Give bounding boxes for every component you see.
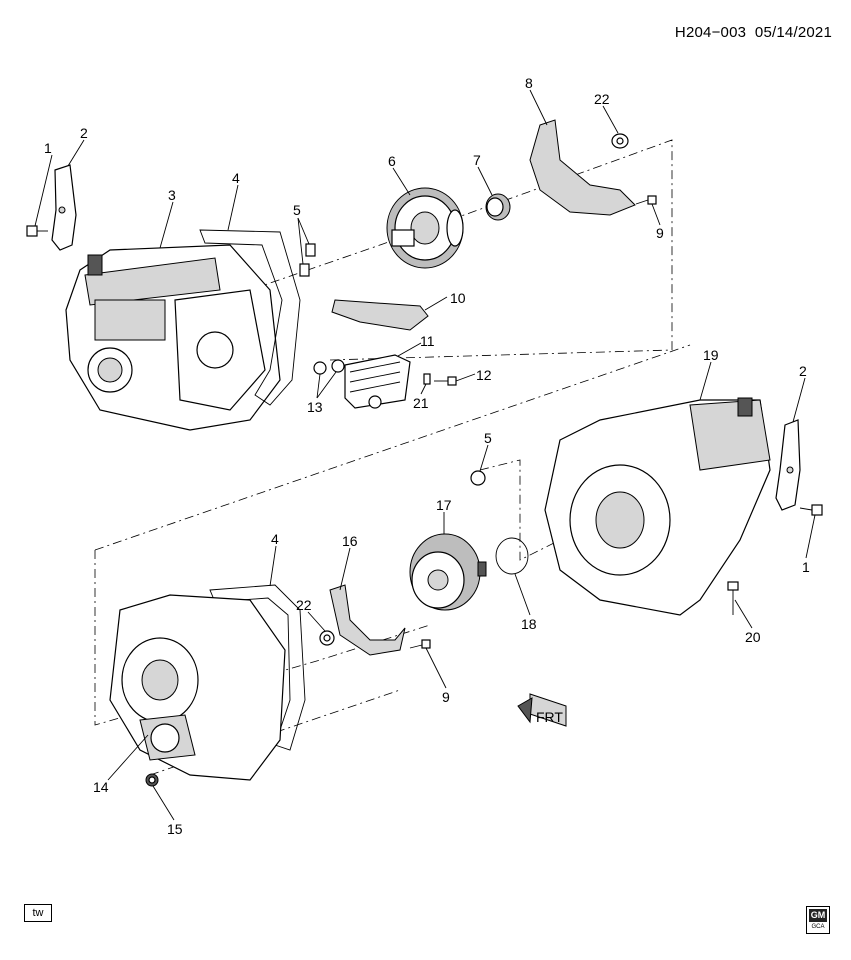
callout-21: 21: [413, 395, 429, 411]
callout-3: 3: [168, 187, 176, 203]
callout-8: 8: [525, 75, 533, 91]
diagram-date: 05/14/2021: [754, 24, 832, 41]
gm-logo: GM GCA: [806, 906, 830, 934]
front-direction-arrow: FRT: [517, 693, 567, 727]
gear-6: [386, 187, 464, 269]
callout-labels: 1 2 3 4 5 6 7 8 22 9 10 11 12 13 21 19 2…: [44, 75, 810, 837]
tw-code-box: tw: [24, 904, 52, 922]
right-housing-assembly: [544, 397, 771, 616]
bracket-10: [331, 299, 429, 331]
front-arrow-label: FRT: [536, 709, 563, 725]
callout-14: 14: [93, 779, 109, 795]
bolt-upper-left: [26, 225, 48, 237]
callout-16: 16: [342, 533, 358, 549]
diagram-code: H204−003: [674, 24, 747, 41]
callout-15: 15: [167, 821, 183, 837]
bolt-9-lower: [409, 639, 431, 649]
callout-6: 6: [388, 153, 396, 169]
dowel-pins-upper: [299, 243, 316, 277]
seals-13: [313, 359, 345, 375]
seal-15: [145, 773, 159, 787]
callout-7: 7: [473, 152, 481, 168]
washer-upper: [611, 133, 629, 149]
callout-13: 13: [307, 399, 323, 415]
bolt-20: [727, 581, 739, 615]
callout-5-lower: 5: [484, 430, 492, 446]
dowel-pin-lower: [470, 470, 486, 486]
callout-18: 18: [521, 616, 537, 632]
washer-lower: [319, 630, 335, 646]
gasket-upper: [199, 229, 301, 406]
bolt-12: [434, 376, 457, 386]
diagram-code-date: H204−003 05/14/2021: [600, 24, 832, 41]
callout-20: 20: [745, 629, 761, 645]
bolt-right: [799, 504, 823, 516]
callout-19: 19: [703, 347, 719, 363]
callout-1-right: 1: [802, 559, 810, 575]
leader-lines: [34, 89, 816, 821]
callout-5: 5: [293, 202, 301, 218]
upper-housing-assembly: [65, 244, 281, 431]
seal-21: [423, 373, 431, 385]
callout-2-right: 2: [799, 363, 807, 379]
lower-cover-assembly: [109, 594, 286, 781]
callout-11: 11: [420, 333, 435, 349]
callout-9-lower: 9: [442, 689, 450, 705]
baffle-16: [329, 584, 406, 656]
bolt-9-upper: [635, 195, 657, 205]
bracket-right: [775, 419, 801, 511]
callout-1: 1: [44, 140, 52, 156]
bearing-7: [485, 193, 511, 221]
snap-ring-18: [495, 537, 529, 575]
callout-4: 4: [232, 170, 240, 186]
callout-4-lower: 4: [271, 531, 279, 547]
differential-gear-17: [409, 533, 487, 611]
gm-logo-text: GM: [809, 909, 827, 922]
callout-2: 2: [80, 125, 88, 141]
callout-10: 10: [450, 290, 466, 306]
callout-12: 12: [476, 367, 492, 383]
baffle-8: [529, 119, 636, 216]
callout-9: 9: [656, 225, 664, 241]
oil-cooler-11: [344, 354, 411, 409]
gm-logo-subtext: GCA: [811, 924, 825, 930]
callout-22-lower: 22: [296, 597, 312, 613]
bracket-upper-left: [51, 164, 77, 251]
callout-17: 17: [436, 497, 452, 513]
callout-22: 22: [594, 91, 610, 107]
